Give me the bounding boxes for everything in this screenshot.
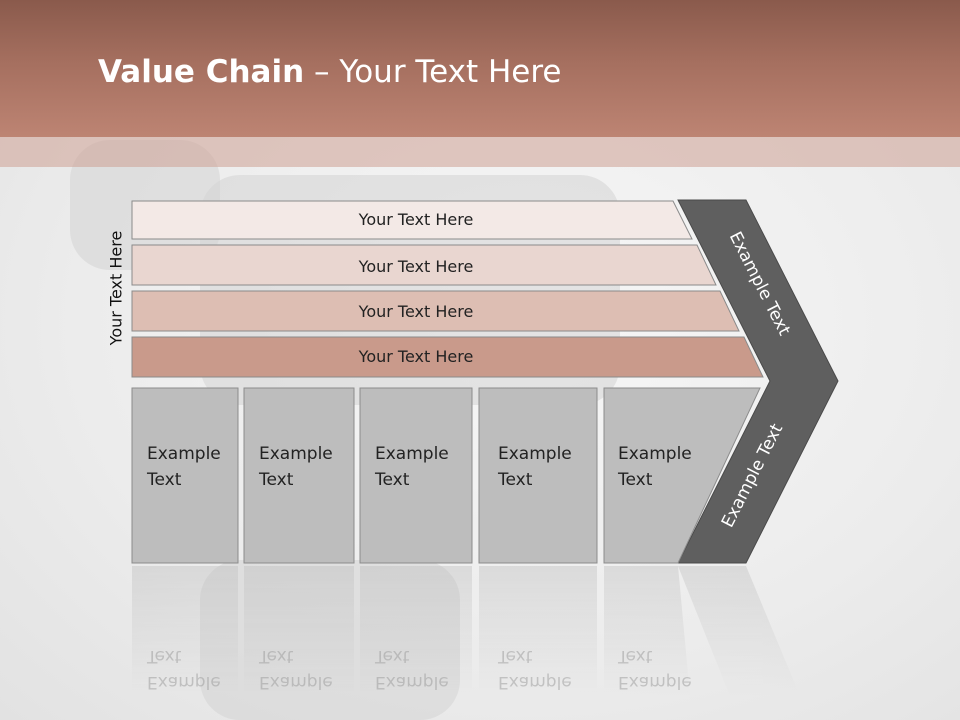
support-row-shape [131, 200, 693, 240]
reflection-text: Example [259, 672, 333, 692]
primary-activity-5[interactable]: Example Text [603, 387, 761, 564]
reflection-box [244, 566, 354, 696]
activity-box [243, 387, 355, 564]
activity-line1: Example [147, 444, 221, 464]
support-row-2[interactable]: Your Text Here [131, 244, 717, 286]
reflection-text: Example [375, 672, 449, 692]
reflection: Text Example Text Example Text Example T… [132, 566, 800, 696]
reflection-text: Text [617, 646, 653, 666]
title-rest: – Your Text Here [304, 54, 562, 90]
activity-box [603, 387, 761, 564]
support-row-label: Your Text Here [358, 210, 474, 229]
activity-box [478, 387, 598, 564]
reflection-text: Text [374, 646, 410, 666]
reflection-box [604, 566, 690, 696]
reflection-text: Text [258, 646, 294, 666]
slide-title: Value Chain – Your Text Here [98, 54, 561, 90]
reflection-text: Example [147, 672, 221, 692]
activity-line2: Text [146, 470, 182, 490]
reflection-box [360, 566, 472, 696]
activity-box [131, 387, 239, 564]
support-row-label: Your Text Here [358, 302, 474, 321]
support-row-shape [131, 244, 717, 286]
activity-box [359, 387, 473, 564]
support-row-shape [131, 336, 764, 378]
activity-line2: Text [617, 470, 653, 490]
support-row-4[interactable]: Your Text Here [131, 336, 764, 378]
primary-activity-2[interactable]: Example Text [243, 387, 355, 564]
reflection-text: Text [497, 646, 533, 666]
primary-activity-3[interactable]: Example Text [359, 387, 473, 564]
margin-chevron [677, 199, 839, 564]
activity-line1: Example [375, 444, 449, 464]
support-row-label: Your Text Here [358, 257, 474, 276]
activity-line1: Example [618, 444, 692, 464]
primary-activity-1[interactable]: Example Text [131, 387, 239, 564]
activity-line1: Example [498, 444, 572, 464]
activity-line2: Text [374, 470, 410, 490]
support-row-1[interactable]: Your Text Here [131, 200, 693, 240]
activity-line1: Example [259, 444, 333, 464]
support-row-shape [131, 290, 740, 332]
primary-activity-4[interactable]: Example Text [478, 387, 598, 564]
reflection-text: Example [498, 672, 572, 692]
reflection-text: Example [618, 672, 692, 692]
support-row-3[interactable]: Your Text Here [131, 290, 740, 332]
reflection-box [479, 566, 597, 696]
support-row-label: Your Text Here [358, 347, 474, 366]
title-bold: Value Chain [98, 54, 305, 90]
reflection-box [132, 566, 238, 696]
reflection-chevron [678, 566, 800, 696]
reflection-text: Text [146, 646, 182, 666]
activity-line2: Text [497, 470, 533, 490]
title-bar [0, 0, 960, 137]
activity-line2: Text [258, 470, 294, 490]
title-bar-band [0, 137, 960, 167]
